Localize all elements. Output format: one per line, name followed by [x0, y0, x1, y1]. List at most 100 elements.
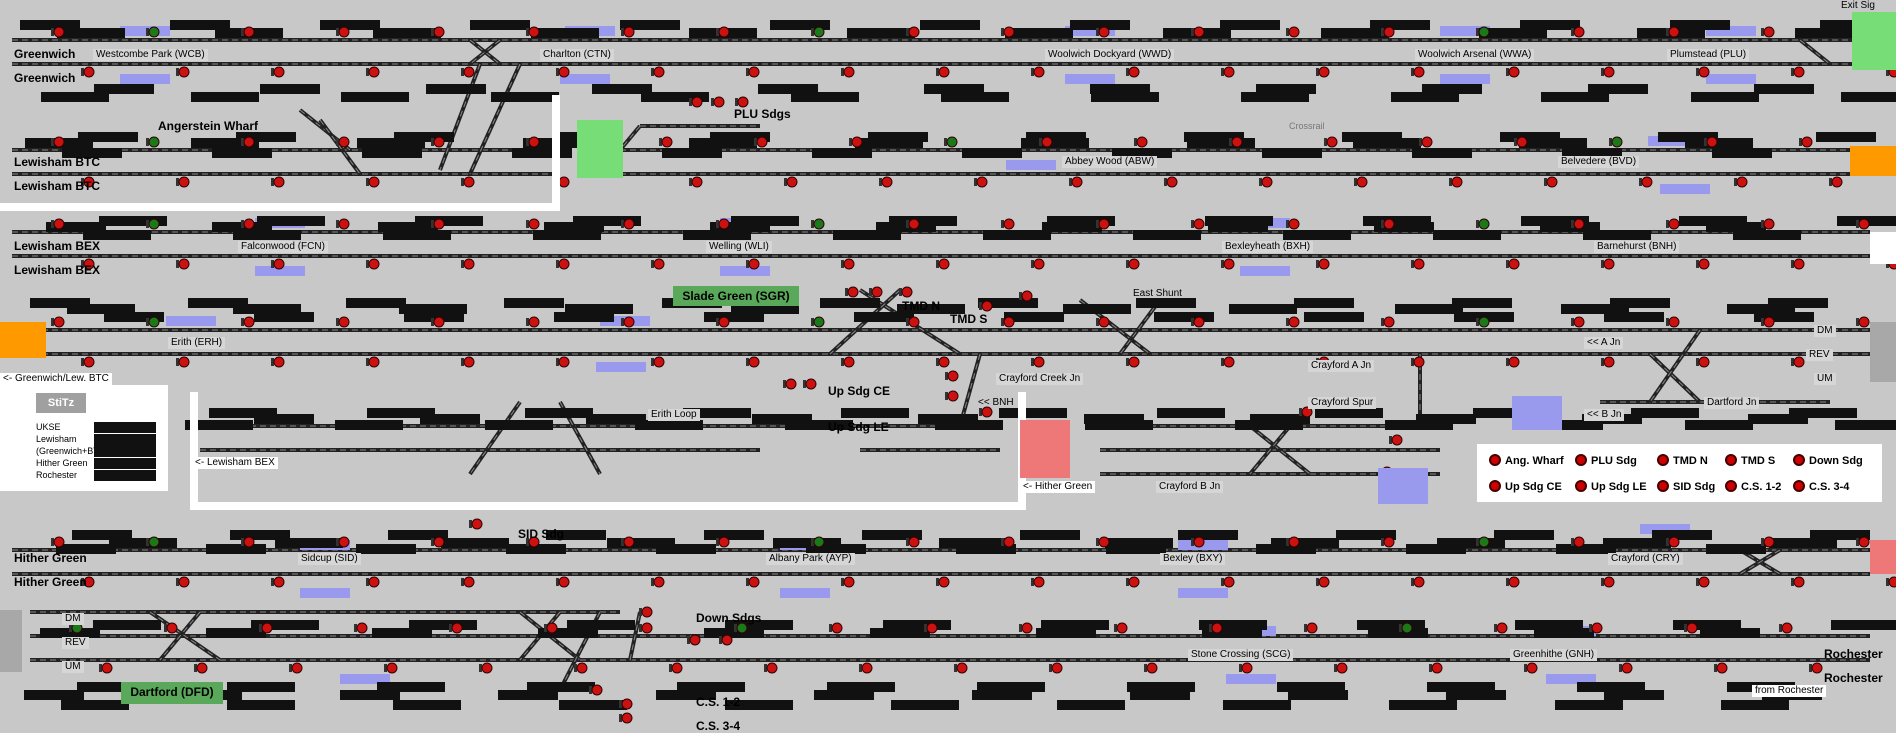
train-describer-berth[interactable]	[1416, 414, 1476, 424]
signal-icon[interactable]	[53, 26, 65, 38]
train-describer-berth[interactable]	[1229, 304, 1297, 314]
train-describer-berth[interactable]	[470, 20, 530, 30]
signal-icon[interactable]	[1413, 356, 1425, 368]
signal-icon[interactable]	[546, 622, 558, 634]
signal-icon[interactable]	[433, 536, 445, 548]
signal-icon[interactable]	[338, 136, 350, 148]
legend-item[interactable]: PLU Sdg	[1575, 454, 1637, 467]
train-describer-berth[interactable]	[1288, 690, 1348, 700]
signal-icon[interactable]	[938, 66, 950, 78]
train-describer-berth[interactable]	[1721, 700, 1789, 710]
train-describer-berth[interactable]	[506, 544, 566, 554]
train-describer-berth[interactable]	[1541, 92, 1609, 102]
train-describer-berth[interactable]	[1754, 312, 1814, 322]
signal-icon[interactable]	[1508, 576, 1520, 588]
signal-icon[interactable]	[1051, 662, 1063, 674]
train-describer-berth[interactable]	[607, 538, 675, 548]
signal-icon[interactable]	[1021, 622, 1033, 634]
signal-icon[interactable]	[368, 576, 380, 588]
train-describer-berth[interactable]	[388, 530, 448, 540]
signal-icon[interactable]	[471, 518, 483, 530]
signal-icon[interactable]	[851, 136, 863, 148]
train-describer-berth[interactable]	[1205, 216, 1273, 226]
train-describer-berth[interactable]	[812, 148, 872, 158]
signal-icon[interactable]	[1033, 258, 1045, 270]
train-describer-berth[interactable]	[635, 420, 703, 430]
signal-icon[interactable]	[148, 218, 160, 230]
signal-icon[interactable]	[1326, 136, 1338, 148]
train-describer-berth[interactable]	[538, 628, 598, 638]
signal-icon[interactable]	[908, 316, 920, 328]
signal-icon[interactable]	[1508, 258, 1520, 270]
signal-icon[interactable]	[843, 356, 855, 368]
signal-icon[interactable]	[148, 536, 160, 548]
signal-icon[interactable]	[1003, 316, 1015, 328]
train-describer-berth[interactable]	[1304, 312, 1364, 322]
train-describer-berth[interactable]	[1841, 92, 1896, 102]
train-describer-berth[interactable]	[1555, 700, 1623, 710]
signal-icon[interactable]	[671, 662, 683, 674]
train-describer-berth[interactable]	[1202, 628, 1262, 638]
signal-icon[interactable]	[1413, 66, 1425, 78]
train-describer-berth[interactable]	[1535, 420, 1603, 430]
train-describer-berth[interactable]	[1835, 420, 1896, 430]
signal-icon[interactable]	[338, 218, 350, 230]
train-describer-berth[interactable]	[233, 304, 301, 314]
signal-icon[interactable]	[1383, 26, 1395, 38]
signal-icon[interactable]	[1858, 316, 1870, 328]
signal-icon[interactable]	[748, 356, 760, 368]
signal-icon[interactable]	[653, 356, 665, 368]
train-describer-berth[interactable]	[1385, 420, 1453, 430]
train-describer-berth[interactable]	[41, 92, 109, 102]
train-describer-berth[interactable]	[275, 538, 343, 548]
train-describer-berth[interactable]	[1820, 20, 1880, 30]
train-describer-berth[interactable]	[57, 28, 125, 38]
signal-icon[interactable]	[591, 684, 603, 696]
train-describer-berth[interactable]	[1294, 298, 1354, 308]
train-describer-berth[interactable]	[1389, 700, 1457, 710]
train-describer-berth[interactable]	[1241, 92, 1309, 102]
train-describer-berth[interactable]	[704, 628, 764, 638]
signal-icon[interactable]	[1603, 576, 1615, 588]
train-describer-berth[interactable]	[1106, 544, 1166, 554]
legend-item[interactable]: Up Sdg LE	[1575, 480, 1647, 493]
train-describer-berth[interactable]	[409, 620, 477, 630]
signal-icon[interactable]	[463, 576, 475, 588]
train-describer-berth[interactable]	[841, 408, 909, 418]
train-describer-berth[interactable]	[1691, 92, 1759, 102]
signal-icon[interactable]	[1573, 26, 1585, 38]
signal-icon[interactable]	[713, 96, 725, 108]
signal-icon[interactable]	[981, 406, 993, 418]
train-describer-berth[interactable]	[1515, 620, 1583, 630]
signal-icon[interactable]	[528, 536, 540, 548]
train-describer-berth[interactable]	[868, 132, 928, 142]
signal-icon[interactable]	[1116, 622, 1128, 634]
signal-icon[interactable]	[901, 286, 913, 298]
train-describer-berth[interactable]	[335, 420, 403, 430]
train-describer-berth[interactable]	[1256, 84, 1316, 94]
train-describer-berth[interactable]	[1789, 408, 1857, 418]
train-describer-berth[interactable]	[1184, 132, 1244, 142]
train-describer-berth[interactable]	[1769, 538, 1837, 548]
train-describer-berth[interactable]	[362, 148, 422, 158]
signal-icon[interactable]	[451, 622, 463, 634]
signal-icon[interactable]	[463, 356, 475, 368]
signal-icon[interactable]	[908, 218, 920, 230]
signal-icon[interactable]	[653, 258, 665, 270]
signal-icon[interactable]	[1591, 622, 1603, 634]
signal-icon[interactable]	[368, 356, 380, 368]
signal-icon[interactable]	[718, 536, 730, 548]
train-describer-berth[interactable]	[662, 148, 722, 158]
signal-icon[interactable]	[1003, 26, 1015, 38]
signal-icon[interactable]	[1781, 622, 1793, 634]
train-describer-berth[interactable]	[1342, 132, 1402, 142]
signal-icon[interactable]	[53, 218, 65, 230]
train-describer-berth[interactable]	[1610, 298, 1670, 308]
train-describer-berth[interactable]	[346, 298, 406, 308]
signal-icon[interactable]	[737, 96, 749, 108]
train-describer-berth[interactable]	[1727, 304, 1795, 314]
train-describer-berth[interactable]	[1271, 538, 1339, 548]
signal-icon[interactable]	[938, 356, 950, 368]
signal-icon[interactable]	[386, 662, 398, 674]
train-describer-berth[interactable]	[394, 132, 454, 142]
